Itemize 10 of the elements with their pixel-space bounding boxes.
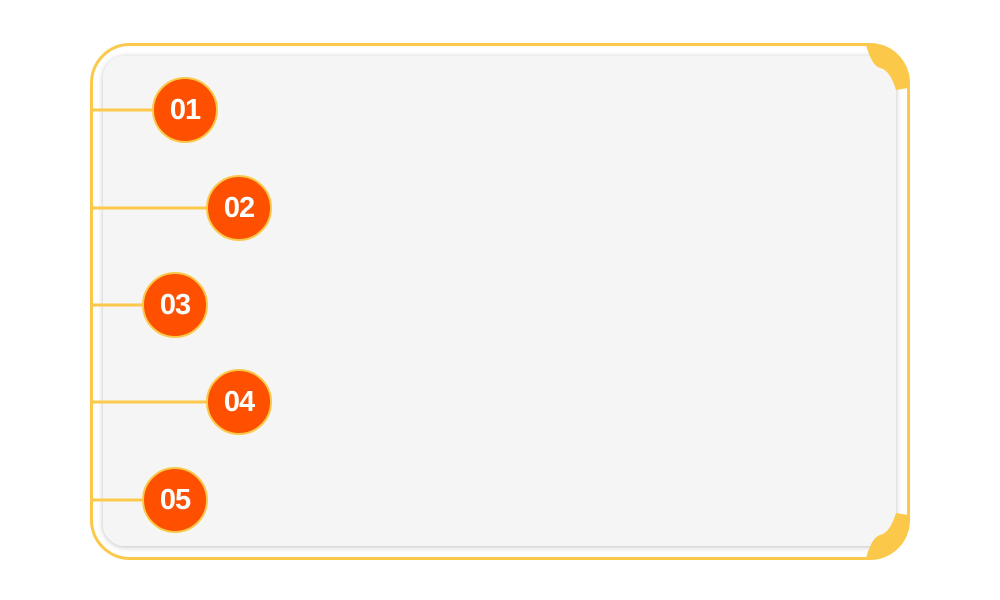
connector-line [92,498,142,502]
step-number: 02 [224,194,254,222]
step-number: 01 [170,96,200,124]
step-number: 03 [160,290,190,320]
step-number: 05 [160,486,190,514]
connector-line [92,206,206,210]
step-number: 04 [224,388,254,416]
connector-line [92,108,152,112]
connector-line [92,304,142,306]
connector-line [92,400,206,404]
